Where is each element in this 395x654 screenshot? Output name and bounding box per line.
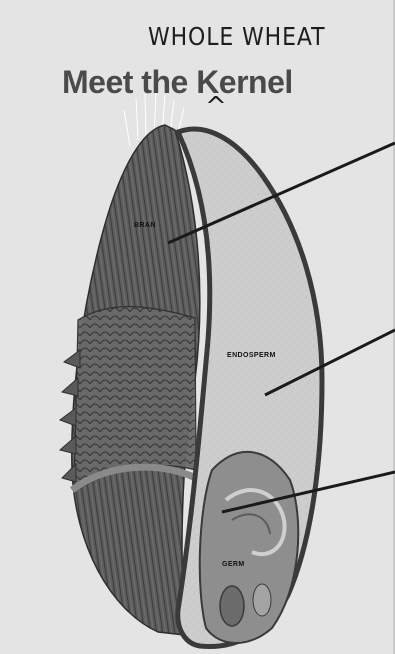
diagram-title: Meet the Kernel [62, 64, 293, 101]
germ-region [200, 452, 299, 643]
handwritten-annotation: WHOLE WHEAT [148, 22, 325, 51]
bran-label: BRAN [134, 222, 156, 229]
insertion-caret: ^ [205, 92, 227, 122]
endosperm-label: ENDOSPERM [227, 352, 276, 359]
germ-label: GERM [222, 561, 245, 568]
